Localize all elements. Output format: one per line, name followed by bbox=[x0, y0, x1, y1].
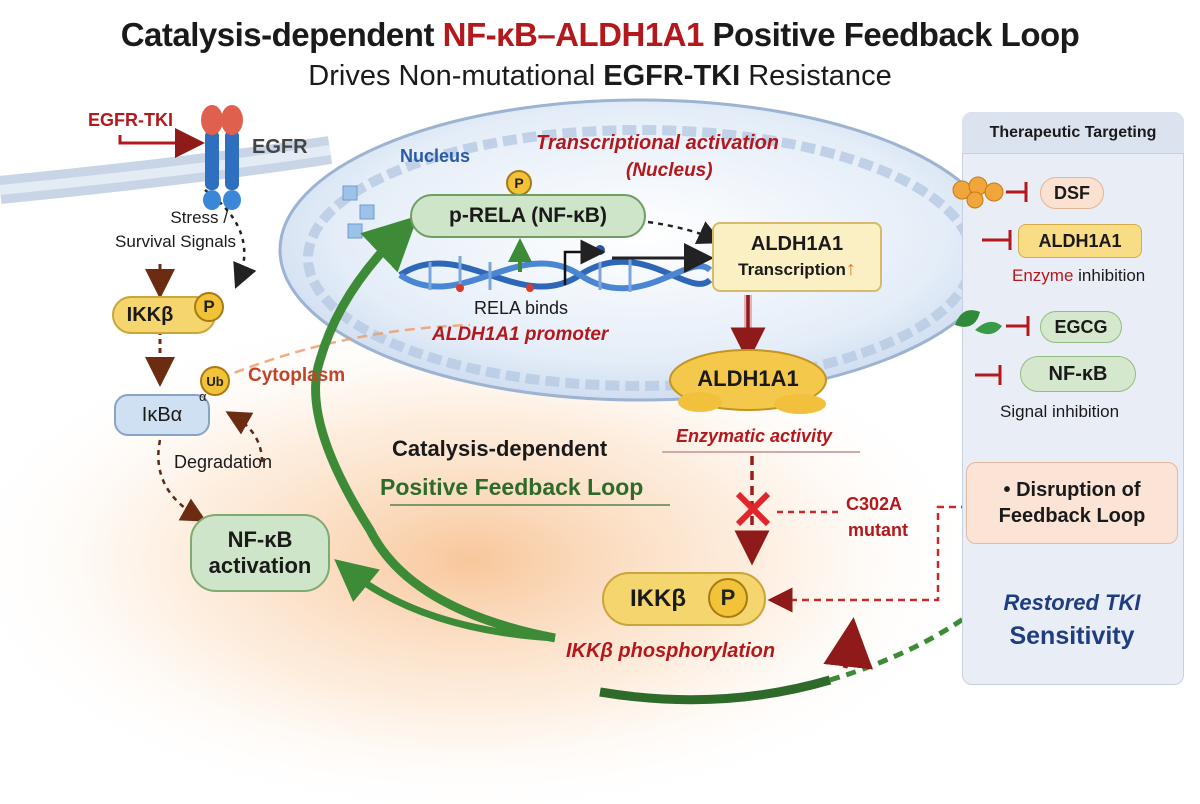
dsf-label: DSF bbox=[1054, 182, 1090, 203]
cytoplasm-label: Cytoplasm bbox=[248, 365, 346, 386]
aldh-transcription-line2: Transcription↑ bbox=[738, 257, 856, 282]
aldh1a1-enzyme-label: ALDH1A1 bbox=[697, 366, 799, 391]
diagram-title: Catalysis-dependent NF-κB–ALDH1A1 Positi… bbox=[0, 16, 1200, 54]
enzyme-inhibition-label: Enzyme inhibition bbox=[1012, 266, 1145, 286]
promoter-label: ALDH1A1 promoter bbox=[432, 324, 608, 346]
ubiquitin-icon: Ub bbox=[200, 366, 230, 396]
c302a-label-line2: mutant bbox=[848, 520, 908, 540]
dsf-pill: DSF bbox=[1040, 177, 1104, 209]
restored-tki-line1: Restored TKI bbox=[1003, 590, 1141, 615]
aldh-transcription-box: ALDH1A1 Transcription↑ bbox=[712, 222, 882, 292]
title-part-3: Positive Feedback Loop bbox=[712, 16, 1080, 53]
nfkb-activation-pill: NF-κB activation bbox=[190, 514, 330, 592]
phospho-icon-bottom: P bbox=[708, 578, 748, 618]
aldh-transcription-text: Transcription bbox=[738, 260, 846, 279]
nfkb-target-label: NF-κB bbox=[1048, 362, 1108, 385]
aldh-transcription-line1: ALDH1A1 bbox=[750, 233, 844, 255]
egfr-receptor-icon bbox=[201, 105, 243, 210]
degradation-label: Degradation bbox=[174, 452, 273, 472]
enzyme-word: Enzyme bbox=[1012, 266, 1074, 285]
nfkb-activation-line1: NF-κB bbox=[227, 526, 293, 552]
disruption-box: • Disruption of Feedback Loop bbox=[966, 462, 1178, 544]
rela-binds-label: RELA binds bbox=[474, 298, 569, 318]
stress-label-1: Stress / bbox=[170, 208, 228, 227]
up-arrow-icon: ↑ bbox=[845, 258, 856, 280]
subtitle-part-3: Resistance bbox=[748, 60, 892, 92]
therapeutic-header: Therapeutic Targeting bbox=[962, 112, 1184, 154]
alpha-mark: α bbox=[199, 389, 207, 404]
ikkb-bottom-label: IKKβ bbox=[630, 585, 686, 612]
egcg-pill: EGCG bbox=[1040, 311, 1122, 343]
subtitle-part-1: Drives Non-mutational bbox=[308, 60, 596, 92]
promoter-label-text: ALDH1A1 promoter bbox=[432, 324, 609, 345]
loop-title-line2: Positive Feedback Loop bbox=[380, 474, 643, 501]
signal-inhibition-label: Signal inhibition bbox=[1000, 402, 1120, 421]
phospho-icon-rela: P bbox=[506, 170, 532, 196]
diagram-subtitle: Drives Non-mutational EGFR-TKI Resistanc… bbox=[0, 60, 1200, 93]
nfkb-target-pill: NF-κB bbox=[1020, 356, 1136, 392]
transcriptional-activation-label: Transcriptional activation bbox=[536, 132, 780, 154]
egfr-label: EGFR bbox=[252, 136, 308, 158]
title-part-2: NF-κB–ALDH1A1 bbox=[442, 16, 705, 53]
inhibition-word: inhibition bbox=[1078, 266, 1146, 285]
phospho-icon-top: P bbox=[194, 292, 224, 322]
aldh1a1-target-label: ALDH1A1 bbox=[1038, 230, 1122, 251]
nucleus-label: Nucleus bbox=[400, 146, 471, 166]
transcriptional-nucleus-label: (Nucleus) bbox=[626, 160, 713, 181]
nfkb-activation-line2: activation bbox=[208, 553, 312, 578]
loop-title-line1: Catalysis-dependent bbox=[392, 436, 608, 461]
ikba-label: IκBα bbox=[141, 403, 183, 426]
ikkb-top-label: IKKβ bbox=[126, 303, 174, 326]
loop-title-line2-text: Positive Feedback Loop bbox=[380, 474, 644, 500]
p-rela-label: p-RELA (NF-κB) bbox=[449, 204, 607, 227]
disruption-line1-text: Disruption of bbox=[1016, 479, 1141, 501]
disruption-line2: Feedback Loop bbox=[998, 505, 1146, 527]
disruption-line1: • Disruption of bbox=[1003, 479, 1141, 501]
egfr-tki-label: EGFR-TKI bbox=[88, 110, 173, 130]
title-part-1: Catalysis-dependent bbox=[120, 16, 435, 53]
stress-label-2: Survival Signals bbox=[115, 232, 236, 251]
p-rela-pill: p-RELA (NF-κB) bbox=[410, 194, 646, 238]
ikkb-phosphorylation-label: IKKβ phosphorylation bbox=[566, 640, 776, 662]
aldh1a1-target-pill: ALDH1A1 bbox=[1018, 224, 1142, 258]
c302a-label-line1: C302A bbox=[846, 494, 903, 514]
ikba-pill: IκBα bbox=[114, 394, 210, 436]
egcg-label: EGCG bbox=[1054, 316, 1108, 337]
restored-tki-line2: Sensitivity bbox=[1009, 622, 1135, 650]
enzymatic-activity-label: Enzymatic activity bbox=[676, 426, 833, 446]
subtitle-part-2: EGFR-TKI bbox=[603, 60, 741, 92]
